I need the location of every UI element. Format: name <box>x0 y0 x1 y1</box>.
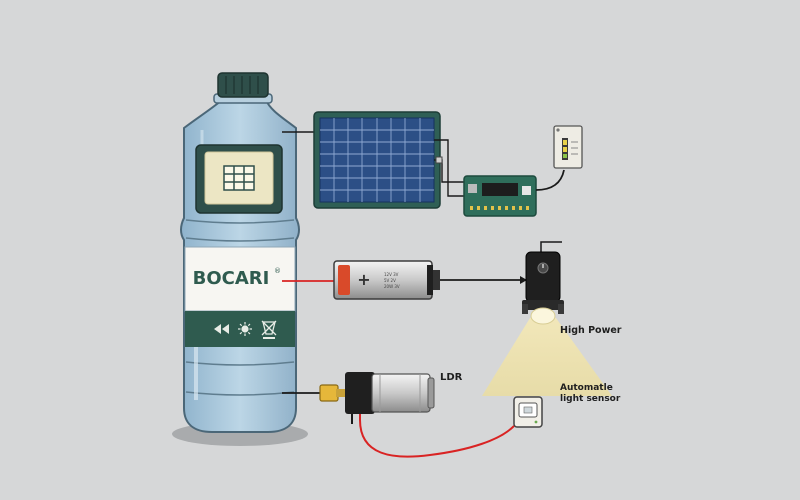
bottle-ridge <box>185 237 295 242</box>
indicator-led <box>563 140 567 145</box>
motor-shaft-fitting <box>319 384 339 402</box>
pcb-controller <box>463 175 537 217</box>
label-high-power: High Power <box>560 325 622 336</box>
battery-small-print: 20W 3V <box>384 284 400 289</box>
pcb-component <box>522 186 531 195</box>
motor-band <box>379 374 421 412</box>
lamp-bracket <box>522 304 528 314</box>
lamp-cable <box>540 241 562 252</box>
pcb-chip <box>482 183 518 196</box>
pcb-pins <box>470 206 529 210</box>
battery-terminal <box>432 270 440 290</box>
bottle-brand: BOCARI <box>193 268 270 289</box>
indicator-ticks <box>571 141 578 155</box>
battery-red-end <box>338 265 350 295</box>
lamp-housing <box>525 251 561 303</box>
indicator-led <box>563 154 567 158</box>
label-sensor-line2: light sensor <box>560 394 621 404</box>
dc-motor <box>319 372 435 414</box>
battery-small-print: 5V 2V <box>384 278 396 283</box>
bottle-ridge <box>185 219 295 224</box>
solar-panel <box>313 111 441 209</box>
indicator-screw <box>556 128 560 132</box>
indicator-led <box>563 147 567 152</box>
light-beam <box>482 318 612 396</box>
wire-arrowhead <box>520 276 527 284</box>
wire-terminal <box>435 156 443 164</box>
wire-motor-to-sensor <box>359 414 515 458</box>
bottle-trademark: ® <box>274 267 281 275</box>
bottle-label-white <box>184 246 296 312</box>
chip-grid-icon <box>223 165 255 191</box>
label-ldr: LDR <box>440 372 463 383</box>
battery-plus-sign: + <box>357 270 370 289</box>
motor-shaft <box>336 389 346 397</box>
lamp-bracket <box>558 304 564 314</box>
light-sensor <box>513 396 543 428</box>
battery-pack: + 12V 3V 5V 2V 20W 3V <box>333 260 440 300</box>
indicator-module <box>553 125 583 169</box>
recycle-bin-icon <box>261 320 277 339</box>
motor-body <box>371 373 431 413</box>
battery-small-print: 12V 3V <box>384 272 399 277</box>
lamp-bulb <box>530 307 556 325</box>
cap-grip-lines <box>225 76 259 94</box>
water-bottle: BOCARI ® <box>180 72 300 433</box>
battery-cap-ring <box>427 265 433 295</box>
bottle-cap <box>217 72 269 98</box>
sensor-led <box>534 420 538 424</box>
sensor-indicator <box>523 406 533 414</box>
solar-cell-grid <box>320 118 434 202</box>
lamp-base <box>522 300 564 310</box>
motor-cap <box>345 372 375 414</box>
sun-icon <box>238 322 252 336</box>
label-sensor-line1: Automatle <box>560 383 613 393</box>
wire-pcb-to-indicator <box>535 169 565 191</box>
high-power-lamp <box>522 241 564 325</box>
wire-solar-to-pcb <box>434 139 466 197</box>
pcb-component <box>468 184 477 193</box>
play-back-icon <box>214 324 229 334</box>
motor-end <box>427 377 435 409</box>
